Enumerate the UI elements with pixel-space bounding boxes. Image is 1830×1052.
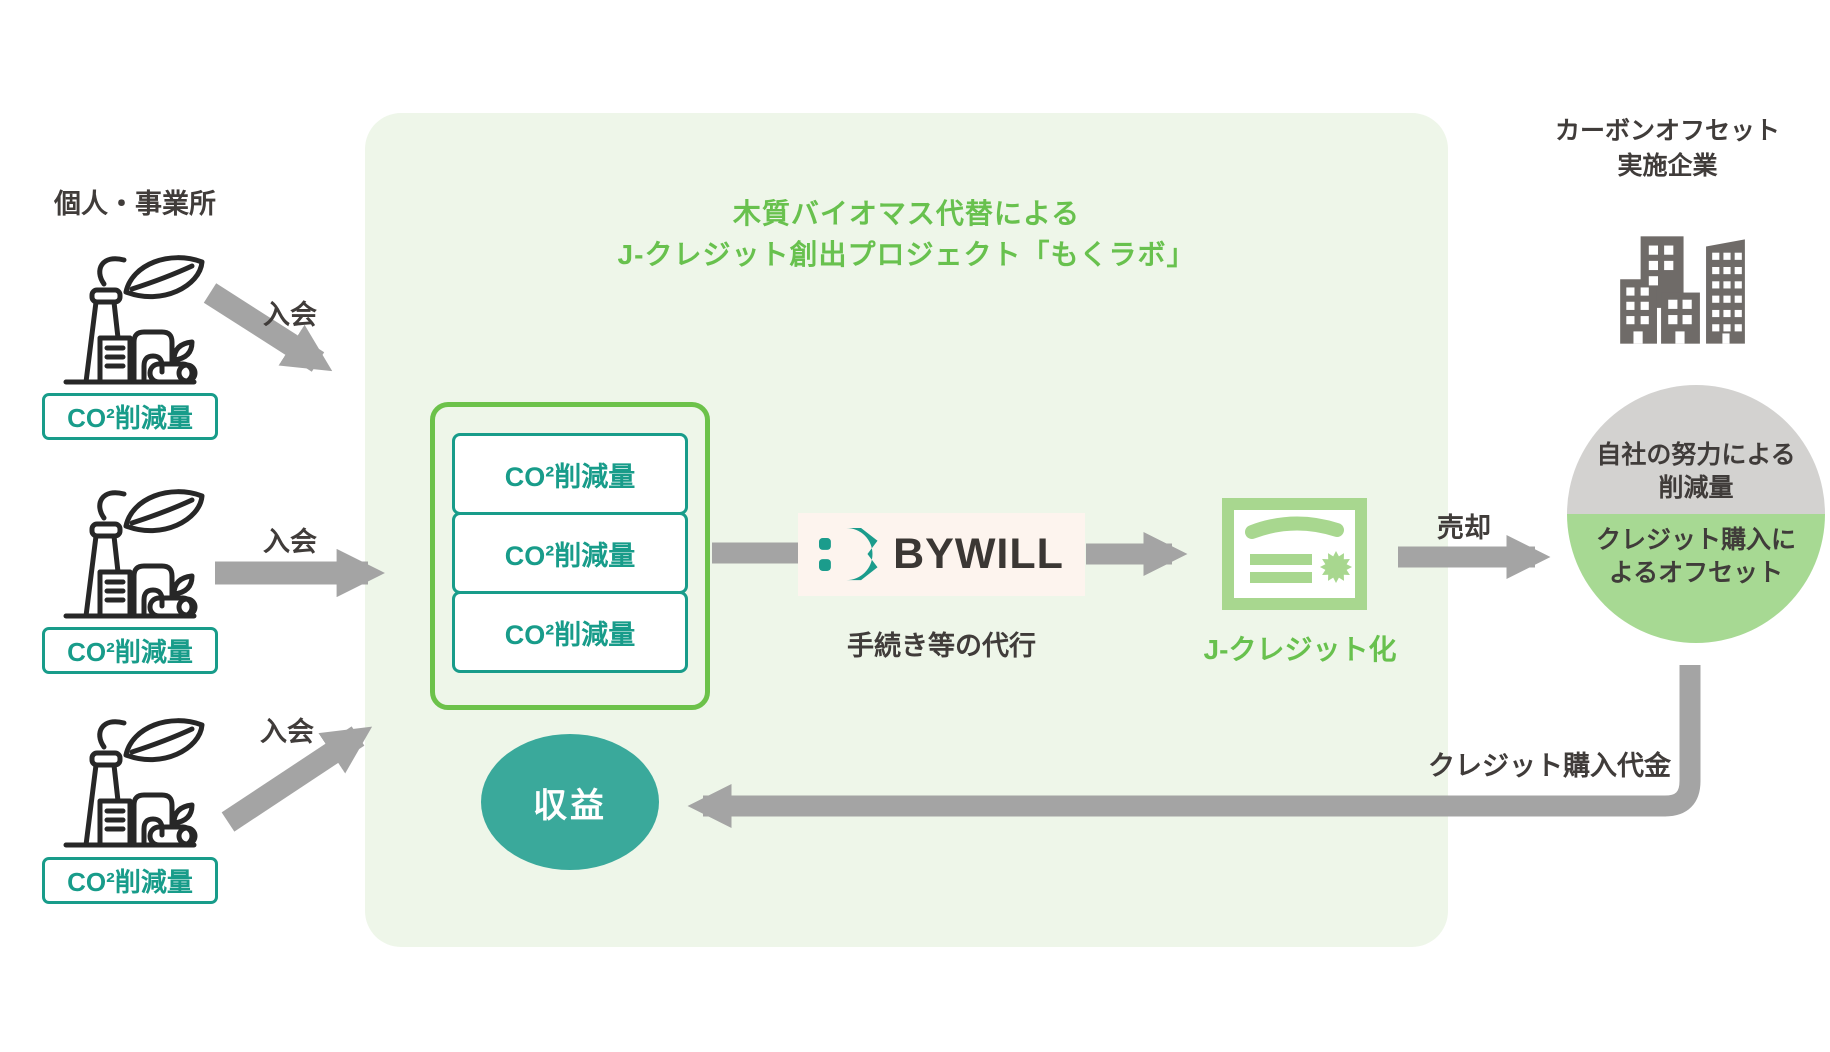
certificate-icon <box>1222 498 1367 610</box>
own-effort-segment: 自社の努力による 削減量 <box>1567 385 1825 513</box>
join-label-3: 入会 <box>260 717 314 747</box>
project-title-line2: J-クレジット創出プロジェクト「もくラボ」 <box>617 238 1196 270</box>
offset-company-heading: カーボンオフセット 実施企業 <box>1540 114 1795 184</box>
join-label-2: 入会 <box>263 527 317 557</box>
own-effort-line2: 削減量 <box>1658 473 1734 502</box>
aggregation-box: CO²削減量 CO²削減量 CO²削減量 <box>430 402 710 710</box>
offset-ratio-circle: 自社の努力による 削減量 クレジット購入に よるオフセット <box>1567 385 1825 643</box>
aggregated-co2-item-1: CO²削減量 <box>452 433 688 515</box>
arrow-join-1 <box>203 283 333 372</box>
factory-with-leaf-icon <box>63 489 205 619</box>
jcredit-label: J-クレジット化 <box>1203 634 1397 665</box>
revenue-ellipse: 収益 <box>481 734 659 870</box>
co2-reduction-tag-3: CO²削減量 <box>42 857 218 904</box>
credit-offset-line1: クレジット購入に <box>1595 526 1796 554</box>
credit-offset-segment: クレジット購入に よるオフセット <box>1567 513 1825 643</box>
offset-company-heading-line2: 実施企業 <box>1617 152 1718 180</box>
bywill-wordmark: BYWILL <box>893 530 1064 578</box>
bywill-caption: 手続き等の代行 <box>847 631 1036 661</box>
sale-label: 売却 <box>1437 513 1491 543</box>
members-heading: 個人・事業所 <box>54 189 216 219</box>
office-buildings-icon <box>1620 236 1745 344</box>
arrow-credit-payment <box>687 665 1701 829</box>
join-label-1: 入会 <box>263 300 317 330</box>
factory-with-leaf-icon <box>63 255 205 385</box>
project-title-line1: 木質バイオマス代替による <box>732 198 1081 229</box>
bywill-logo: BYWILL <box>798 513 1085 596</box>
aggregated-co2-item-3: CO²削減量 <box>452 591 688 673</box>
co2-reduction-tag-1: CO²削減量 <box>42 393 218 440</box>
factory-with-leaf-icon <box>63 718 205 848</box>
arrow-join-3 <box>221 726 373 832</box>
credit-payment-label: クレジット購入代金 <box>1428 751 1671 781</box>
credit-offset-line2: よるオフセット <box>1608 558 1784 587</box>
project-title: 木質バイオマス代替による J-クレジット創出プロジェクト「もくラボ」 <box>365 194 1448 275</box>
bywill-logo-mark-icon <box>819 527 878 581</box>
aggregated-co2-item-2: CO²削減量 <box>452 512 688 594</box>
offset-company-heading-line1: カーボンオフセット <box>1554 117 1780 145</box>
own-effort-line1: 自社の努力による <box>1596 441 1796 469</box>
co2-reduction-tag-2: CO²削減量 <box>42 627 218 674</box>
